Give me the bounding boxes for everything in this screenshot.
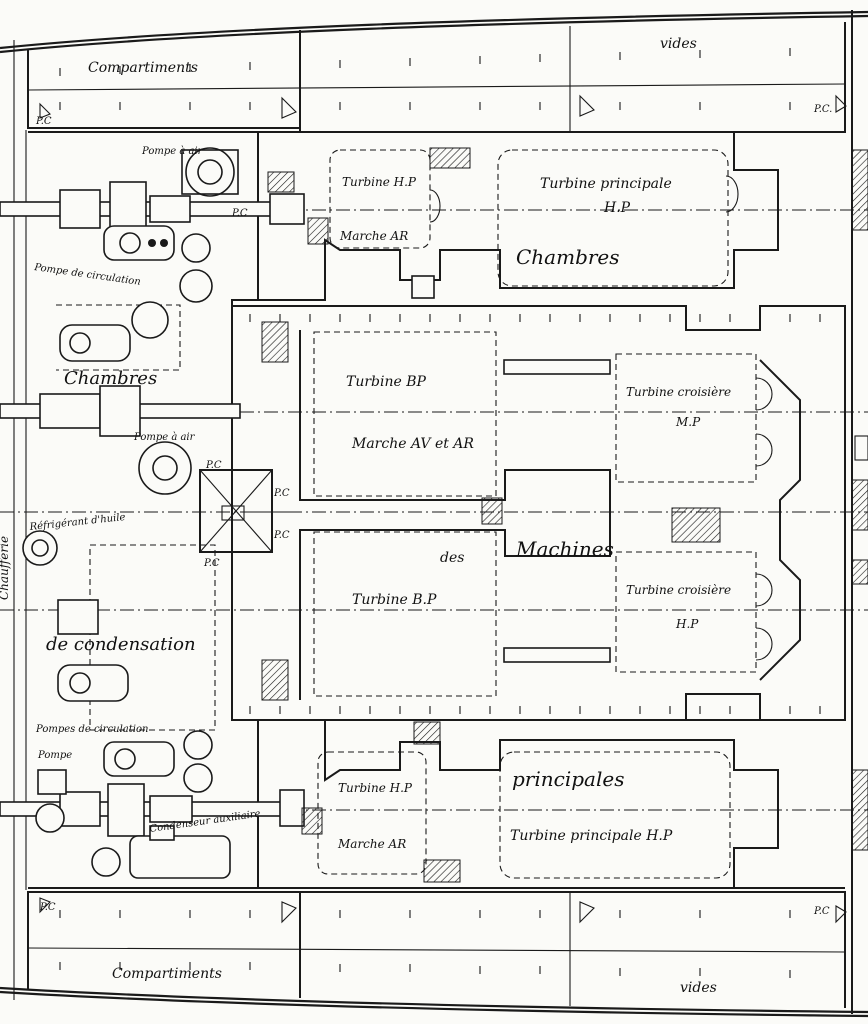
auxiliary-condenser	[91, 825, 231, 879]
turbine-cruise-hp	[615, 551, 773, 673]
air-pump-top	[181, 147, 239, 197]
label-principales: principales	[512, 767, 624, 791]
label-hp-mid: H.P	[675, 617, 699, 631]
circulation-pump-bottom	[103, 730, 213, 793]
label-turbine-croisiere-hp: Turbine croisière	[626, 583, 731, 597]
condensation-pumps	[57, 599, 129, 702]
shaft-line-bottom	[0, 783, 305, 837]
label-pompe-a-air-top: Pompe à air	[141, 146, 204, 157]
label-de-condensation: de condensation	[46, 634, 196, 655]
label-turbine-hp-top: Turbine H.P	[342, 175, 417, 189]
label-pc-9: P.C	[203, 558, 220, 569]
label-mp: M.P	[675, 415, 701, 429]
label-machines: Machines	[515, 537, 614, 561]
shaft-line-middle	[0, 385, 241, 437]
label-pc-6: P.C	[205, 460, 222, 471]
label-pc-4: P.C	[813, 906, 830, 917]
labels: Compartiments vides Compartiments vides …	[0, 36, 832, 996]
pump-bottom	[35, 769, 67, 833]
turbine-cruise-mp	[615, 353, 773, 483]
label-hp-top: H.P	[603, 200, 631, 216]
label-pompe-a-air-mid: Pompe à air	[133, 432, 196, 443]
label-turbine-bp-bottom: Turbine B.P	[352, 592, 437, 608]
label-des: des	[440, 550, 464, 566]
label-chambres-top: Chambres	[516, 245, 620, 269]
central-machinery-room	[232, 305, 846, 721]
label-pompes-de-circulation: Pompes de circulation	[35, 724, 148, 735]
label-marche-ar-bottom: Marche AR	[337, 837, 406, 851]
label-pc-1: P.C	[35, 116, 52, 127]
oil-cooler	[22, 530, 58, 566]
label-turbine-bp-top: Turbine BP	[346, 374, 427, 390]
label-refrigerant-huile: Réfrigérant d'huile	[28, 512, 126, 533]
label-pc-3: P.C	[39, 902, 56, 913]
control-post	[199, 469, 273, 553]
label-pompe-bottom: Pompe	[37, 750, 72, 761]
turbine-bp-top	[313, 331, 497, 497]
turbine-bp-bottom	[313, 531, 497, 697]
label-turbine-croisiere-mp: Turbine croisière	[626, 385, 731, 399]
right-side-fittings	[851, 149, 868, 851]
label-marche-ar-top: Marche AR	[339, 229, 408, 243]
label-vides-bottom: vides	[680, 980, 717, 996]
label-pompe-de-circulation: Pompe de circulation	[33, 262, 142, 288]
label-compartiments-top: Compartiments	[88, 60, 198, 76]
label-turbine-principale-top: Turbine principale	[540, 176, 672, 192]
pump-chambres	[59, 301, 169, 362]
air-pump-middle	[138, 441, 192, 495]
hp-room-bottom	[258, 719, 845, 889]
label-turbine-principale-hp-bottom: Turbine principale H.P	[510, 828, 673, 844]
circulation-pump-top	[103, 225, 213, 303]
label-turbine-hp-bottom: Turbine H.P	[338, 781, 413, 795]
label-pc-2: P.C.	[813, 104, 832, 115]
label-marche-av-ar: Marche AV et AR	[351, 436, 474, 452]
label-compartiments-bottom: Compartiments	[112, 966, 222, 982]
label-pc-5: P.C	[231, 208, 248, 219]
label-chaufferie: Chaufferie	[0, 536, 11, 600]
label-chambres-left: Chambres	[64, 368, 157, 389]
label-vides-top: vides	[660, 36, 697, 52]
label-pc-8: P.C	[273, 530, 290, 541]
label-pc-7: P.C	[273, 488, 290, 499]
hp-room-top	[258, 131, 845, 301]
